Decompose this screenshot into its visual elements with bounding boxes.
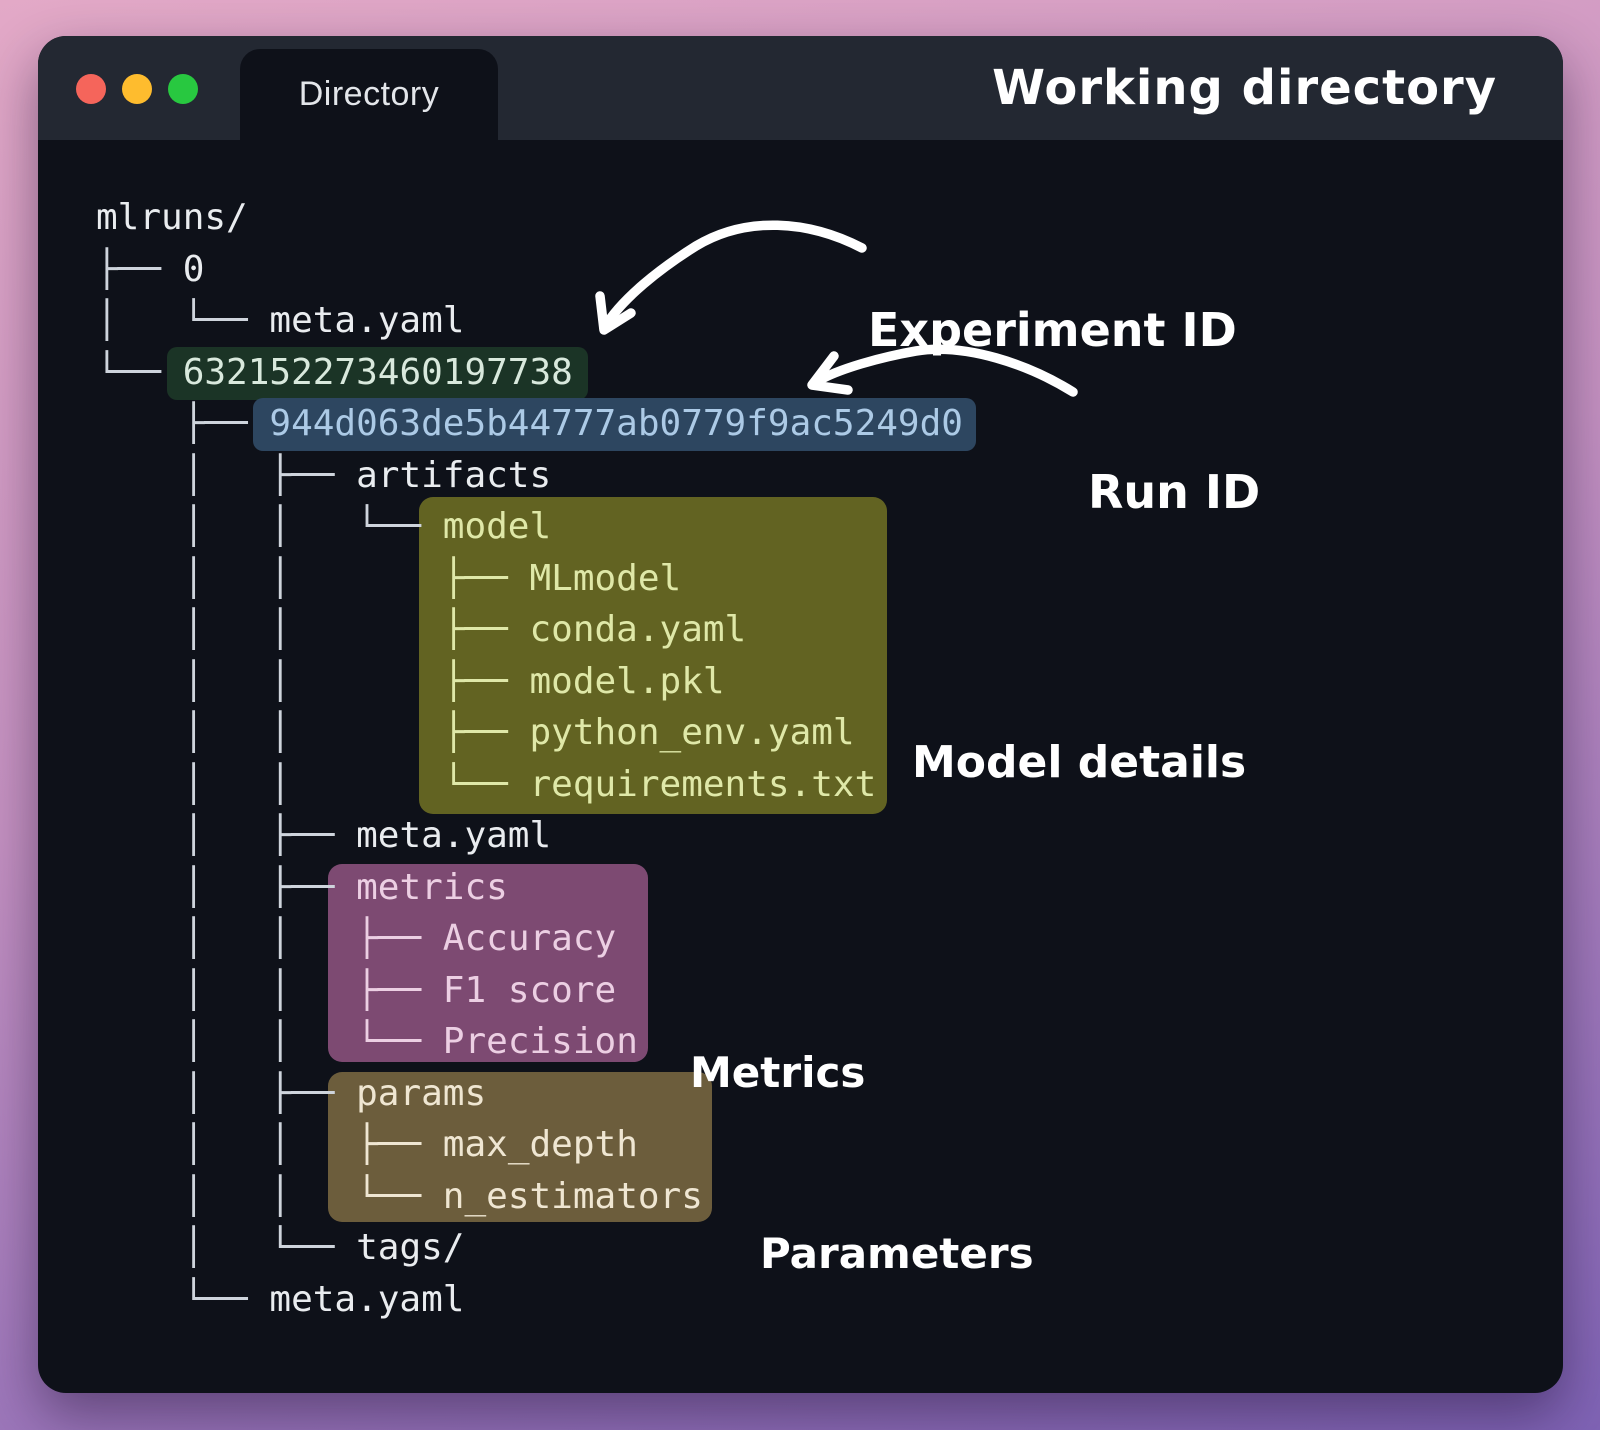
model-details-highlight-box xyxy=(419,497,887,814)
tree-item-metrics: F1 score xyxy=(442,969,617,1011)
params-highlight-box xyxy=(328,1072,712,1222)
tree-branch-lines: └── xyxy=(96,351,183,393)
tree-branch-lines: │ └── xyxy=(96,1227,357,1268)
metrics-label: Metrics xyxy=(690,1048,866,1097)
terminal-window: Directory Working directory mlruns/ ├── 0… xyxy=(38,36,1563,1393)
directory-tree: mlruns/├── 0│ └── meta.yaml└── 632152273… xyxy=(96,192,976,1325)
tree-branch-lines: ├── xyxy=(356,969,443,1011)
tree-item: meta.yaml xyxy=(269,300,465,341)
tree-branch-lines: │ ├── xyxy=(96,454,357,496)
tree-row: │ │ ├── F1 score xyxy=(96,965,976,1017)
window-title: Working directory xyxy=(992,60,1497,116)
tree-branch-lines: └── xyxy=(356,1021,443,1062)
tree-branch-lines: │ │ xyxy=(96,660,443,702)
tree-branch-lines: └── xyxy=(442,763,530,805)
tree-branch-lines: ├── xyxy=(442,712,530,753)
tree-item-exp: 632152273460197738 xyxy=(166,346,588,400)
tree-branch-lines: │ │ xyxy=(96,918,357,959)
run-id-label: Run ID xyxy=(1088,465,1261,519)
tree-item-metrics: Precision xyxy=(442,1021,638,1062)
tree-item: meta.yaml xyxy=(356,815,552,856)
tree-branch-lines: │ │ xyxy=(96,712,443,753)
close-button[interactable] xyxy=(76,74,106,104)
window-titlebar: Directory Working directory xyxy=(38,36,1563,140)
tree-branch-lines: │ │ xyxy=(96,557,443,599)
tree-row: │ │ └── n_estimators xyxy=(96,1171,976,1223)
tree-branch-lines: ├── xyxy=(356,1124,443,1165)
tree-row: │ └── tags/ xyxy=(96,1222,976,1274)
tree-row: │ ├── params xyxy=(96,1068,976,1120)
tree-branch-lines: │ │ xyxy=(96,1124,357,1165)
tree-row: │ │ ├── conda.yaml xyxy=(96,604,976,656)
tree-branch-lines: │ ├── xyxy=(96,815,357,856)
tree-item: tags/ xyxy=(356,1227,465,1268)
tree-item-metrics: metrics xyxy=(356,866,508,908)
tree-branch-lines: │ ├── xyxy=(96,1072,357,1114)
tree-item-metrics: Accuracy xyxy=(442,918,617,959)
tree-item-model: conda.yaml xyxy=(529,609,747,650)
tree-item-run: 944d063de5b44777ab0779f9ac5249d0 xyxy=(253,398,976,451)
tree-item-model: MLmodel xyxy=(529,557,682,599)
tree-item-model: python_env.yaml xyxy=(529,712,855,753)
tree-item-model: requirements.txt xyxy=(529,763,877,805)
tab-directory-label: Directory xyxy=(298,75,440,113)
tree-branch-lines: │ └── xyxy=(96,300,270,341)
tree-item-model: model xyxy=(442,506,552,547)
tree-row: │ └── meta.yaml xyxy=(96,295,976,347)
tree-branch-lines: ├── xyxy=(356,918,443,959)
model-details-label: Model details xyxy=(912,737,1247,788)
tree-branch-lines: ├── xyxy=(442,557,530,599)
tree-row: │ │ ├── Accuracy xyxy=(96,913,976,965)
tree-item: artifacts xyxy=(356,454,552,496)
metrics-highlight-box xyxy=(328,864,648,1062)
tree-item-params: max_depth xyxy=(442,1124,638,1165)
tree-branch-lines: │ │ xyxy=(96,1175,357,1217)
tree-branch-lines: │ │ xyxy=(96,969,357,1011)
tree-branch-lines: │ │ xyxy=(96,1021,357,1062)
tree-item-model: model.pkl xyxy=(529,660,725,702)
tree-row: │ │ ├── python_env.yaml xyxy=(96,707,976,759)
tree-branch-lines: │ │ xyxy=(96,609,443,650)
tree-item-params: n_estimators xyxy=(442,1175,703,1217)
tree-branch-lines: ├── xyxy=(96,403,270,444)
tree-branch-lines: └── xyxy=(96,1278,270,1320)
tree-item: 0 xyxy=(182,248,205,290)
tree-row: │ ├── metrics xyxy=(96,862,976,914)
parameters-label: Parameters xyxy=(760,1229,1034,1278)
tree-row: └── meta.yaml xyxy=(96,1274,976,1326)
tree-row: └── 632152273460197738 xyxy=(96,346,976,400)
terminal-body: mlruns/├── 0│ └── meta.yaml└── 632152273… xyxy=(38,140,1563,1393)
tree-row: │ │ └── Precision xyxy=(96,1016,976,1068)
tree-branch-lines: │ │ └── xyxy=(96,506,443,547)
tree-row: │ │ ├── max_depth xyxy=(96,1119,976,1171)
tree-row: │ │ └── model xyxy=(96,501,976,553)
tree-branch-lines: └── xyxy=(356,1175,443,1217)
tree-row: │ │ ├── model.pkl xyxy=(96,656,976,708)
tree-row: ├── 0 xyxy=(96,244,976,296)
tree-branch-lines: │ │ xyxy=(96,763,443,805)
tree-item: meta.yaml xyxy=(269,1278,465,1320)
tree-item-params: params xyxy=(356,1072,487,1114)
tree-branch-lines: ├── xyxy=(442,660,530,702)
maximize-button[interactable] xyxy=(168,74,198,104)
tree-row: mlruns/ xyxy=(96,192,976,244)
tab-directory[interactable]: Directory xyxy=(240,49,498,140)
tree-row: ├── 944d063de5b44777ab0779f9ac5249d0 xyxy=(96,398,976,451)
tree-row: │ ├── meta.yaml xyxy=(96,810,976,862)
tree-row: │ │ └── requirements.txt xyxy=(96,759,976,811)
experiment-id-label: Experiment ID xyxy=(868,303,1237,357)
tree-row: │ ├── artifacts xyxy=(96,450,976,502)
traffic-lights xyxy=(76,74,198,104)
tree-branch-lines: │ ├── xyxy=(96,866,357,908)
tree-item: mlruns/ xyxy=(96,197,248,238)
tree-row: │ │ ├── MLmodel xyxy=(96,553,976,605)
minimize-button[interactable] xyxy=(122,74,152,104)
tree-branch-lines: ├── xyxy=(96,248,183,290)
tree-branch-lines: ├── xyxy=(442,609,530,650)
